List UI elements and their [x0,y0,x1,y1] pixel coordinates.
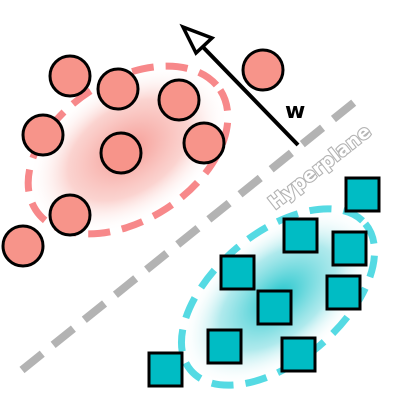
square-point [282,217,319,254]
square-point [344,176,381,213]
square-point [325,274,362,311]
square-point [147,351,184,388]
circle-point [48,54,92,98]
square-points [147,176,381,388]
square-point [206,328,243,365]
circle-point [241,48,285,92]
weight-vector-arrow [179,23,300,147]
square-cluster-boundary [177,205,379,389]
circle-points [1,48,285,268]
circle-point [96,67,140,111]
circle-point [21,113,65,157]
square-point [331,230,368,267]
circle-point [48,193,92,237]
circle-point [99,131,143,175]
circle-cluster-boundary [24,62,232,238]
circle-point [1,224,45,268]
weight-vector-label: w [285,99,305,124]
square-point [219,254,256,291]
circle-point [182,121,226,165]
circle-point [157,78,201,122]
square-point [280,336,317,373]
square-point [256,289,293,326]
hyperplane-line [19,92,365,374]
